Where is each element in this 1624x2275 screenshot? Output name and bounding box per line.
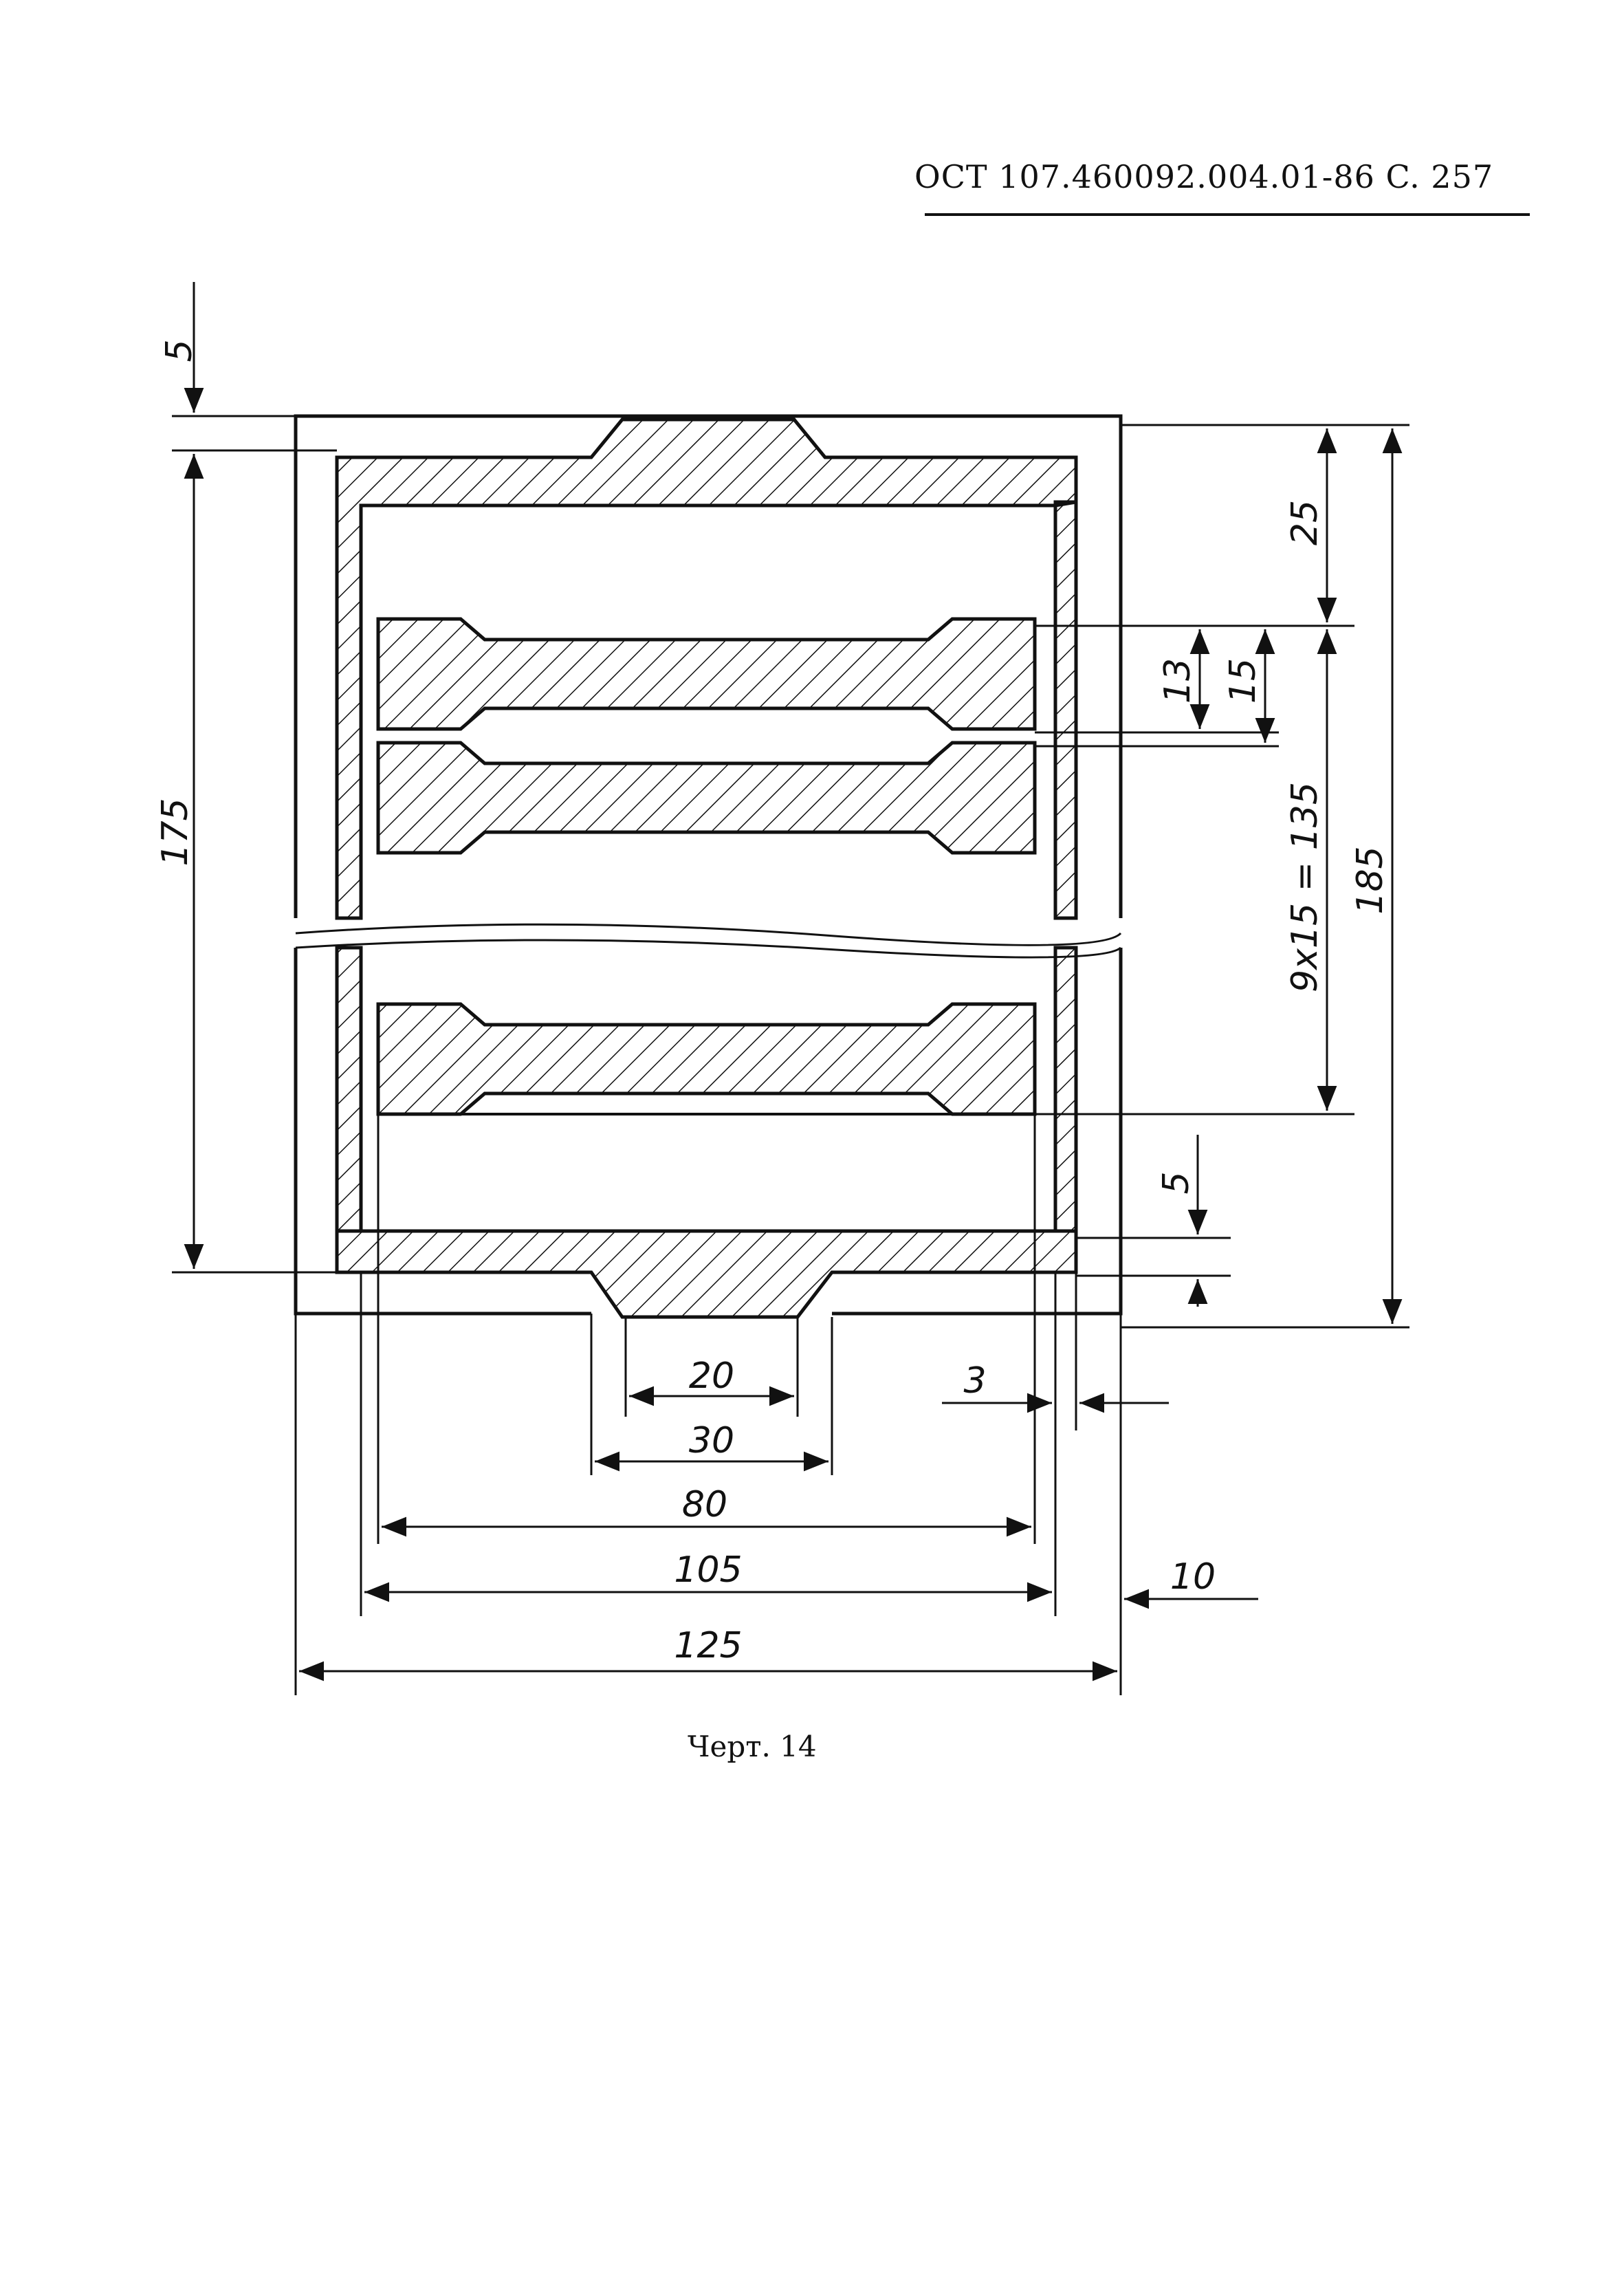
- dim-175: 175: [155, 798, 196, 866]
- dim-10: 10: [1170, 1556, 1216, 1598]
- dim-15: 15: [1222, 658, 1264, 704]
- dim-3: 3: [963, 1360, 986, 1402]
- dim-105: 105: [674, 1549, 742, 1591]
- dim-80: 80: [682, 1484, 727, 1525]
- specimen-1: [376, 617, 1037, 731]
- dim-9x15-135: 9x15 = 135: [1284, 782, 1326, 992]
- dim-20: 20: [689, 1356, 734, 1397]
- dim-30: 30: [689, 1420, 734, 1461]
- dim-5-top: 5: [159, 339, 200, 362]
- specimen-3: [376, 1002, 1037, 1116]
- figure-caption: Черт. 14: [688, 1730, 817, 1763]
- dim-25: 25: [1284, 500, 1326, 545]
- lower-walls: [335, 946, 1078, 1319]
- dim-13: 13: [1157, 658, 1198, 704]
- dimension-lines: [172, 282, 1409, 1695]
- dim-125: 125: [674, 1625, 742, 1666]
- dim-185: 185: [1350, 846, 1391, 914]
- document-header: OCT 107.460092.004.01-86 C. 257: [914, 158, 1494, 195]
- top-wall: [335, 417, 1078, 920]
- dim-5-right: 5: [1156, 1171, 1197, 1194]
- outer-frame: [294, 414, 1123, 1316]
- header-underline: [925, 213, 1530, 216]
- specimen-2: [376, 741, 1037, 855]
